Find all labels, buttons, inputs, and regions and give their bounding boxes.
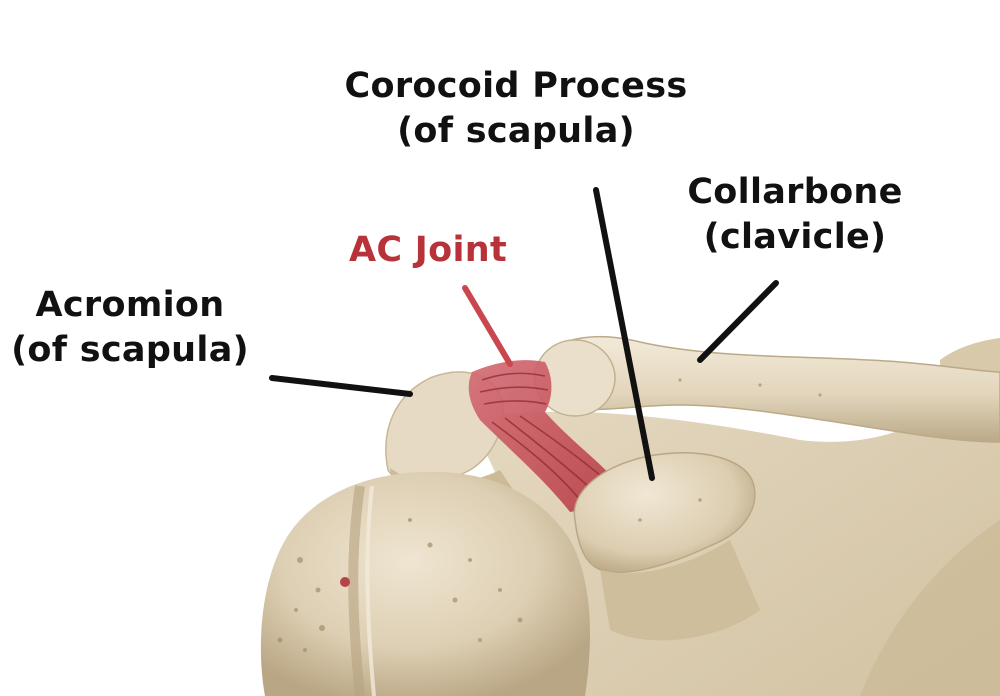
humerus-red-spot xyxy=(340,577,350,587)
clavicle-bone xyxy=(533,335,1000,443)
collarbone-pointer xyxy=(697,280,779,363)
collarbone-label: Collarbone (clavicle) xyxy=(650,170,940,260)
coracoid-pointer xyxy=(593,187,655,481)
humerus-head xyxy=(260,471,590,696)
ac-joint-label: AC Joint xyxy=(318,228,538,273)
coracoid-label-line2: (of scapula) xyxy=(397,110,635,151)
acromion-label-line2: (of scapula) xyxy=(11,329,249,370)
humerus-groove xyxy=(348,485,365,696)
coracoid-label-line1: Corocoid Process xyxy=(344,66,688,106)
bone-pores xyxy=(277,378,822,652)
acromion-label-line1: Acromion xyxy=(35,285,225,325)
humerus-groove-highlight xyxy=(365,485,376,696)
ac-joint-pointer xyxy=(462,285,513,367)
acromion-pointer xyxy=(269,375,413,397)
ligament-fibers xyxy=(479,372,609,501)
acromion-label: Acromion (of scapula) xyxy=(0,283,260,373)
ac-joint-ligament xyxy=(468,360,615,512)
coracoid-process-label: Corocoid Process (of scapula) xyxy=(316,64,716,154)
scapula-right-edge xyxy=(860,520,1000,696)
coracoid-base xyxy=(600,540,760,641)
collarbone-label-line1: Collarbone xyxy=(687,172,903,212)
ac-joint-label-text: AC Joint xyxy=(348,230,508,270)
collarbone-label-line2: (clavicle) xyxy=(703,216,887,257)
